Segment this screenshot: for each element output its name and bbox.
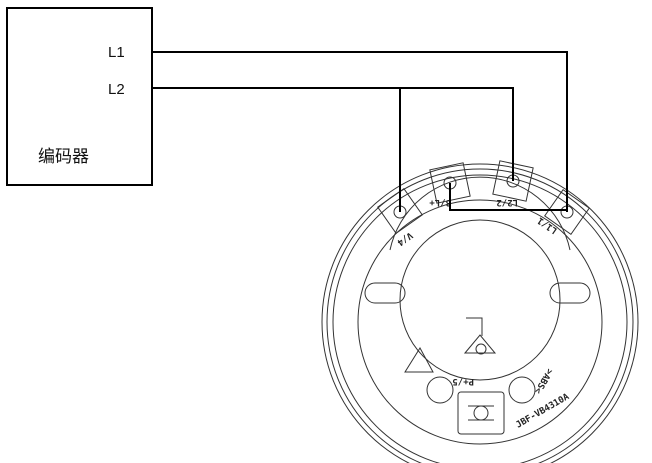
wires (152, 51, 568, 212)
encoder-title: 编码器 (38, 147, 89, 167)
terminal-label-2: L2/2 (496, 197, 518, 207)
terminal-label-5: P+/5 (452, 376, 474, 386)
encoder-l2-label: L2 (108, 81, 125, 98)
encoder-box: L1 L2 编码器 (6, 7, 153, 186)
encoder-l1-label: L1 (108, 44, 125, 61)
wire-jumper (449, 183, 567, 211)
wire-l2 (152, 87, 514, 181)
terminal-5: P+/5 (452, 376, 505, 435)
wire-l1 (152, 51, 568, 212)
detector-base: V/4 3/L+ L2/2 L1/1 P+/5 >ABS< JBF-VB4310… (321, 160, 639, 463)
terminal-1: L1/1 (536, 189, 590, 235)
terminal-label-3: 3/L+ (429, 197, 451, 207)
material-mark: >ABS< (532, 367, 554, 396)
